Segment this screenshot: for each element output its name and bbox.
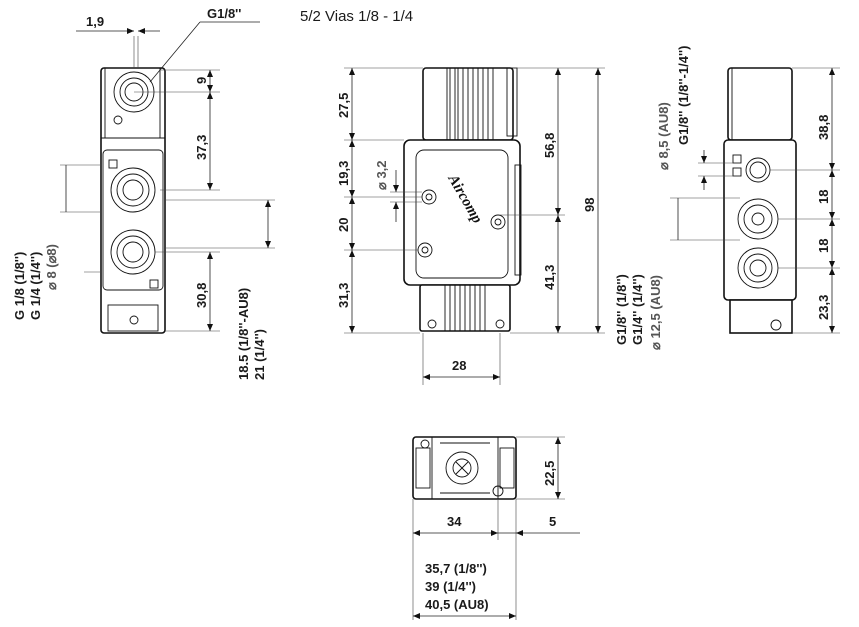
dim-18a: 18: [816, 190, 831, 204]
valve-body-left: [100, 67, 166, 334]
dim-1-9: 1,9: [86, 14, 104, 29]
right-side-view: ⌀ 8,5 (AU8) G1/8'' (1/8''-1/4'') G1/8'' …: [614, 46, 840, 350]
dim-34: 34: [447, 514, 462, 529]
dim-23-3: 23,3: [816, 295, 831, 320]
valve-body-front: [403, 139, 521, 286]
dim-9: 9: [194, 77, 209, 84]
top-view: 22,5 34 5 35,7 (1/8'') 39 (1/4'') 40,5 (…: [412, 436, 580, 620]
dim-30-8: 30,8: [194, 283, 209, 308]
port-label-2: G 1/4 (1/4''): [28, 252, 43, 320]
right-bottom-label-2: G1/4'' (1/4''): [630, 274, 645, 345]
dim-28: 28: [452, 358, 466, 373]
dim-98: 98: [582, 198, 597, 212]
mount-hole-lower: [490, 214, 506, 230]
dim-38-8: 38,8: [816, 115, 831, 140]
dim-d3-2: ⌀ 3,2: [374, 160, 389, 190]
dim-g1-8: G1/8'': [207, 6, 241, 21]
dim-56-8: 56,8: [542, 133, 557, 158]
middle-port-upper: [110, 167, 156, 213]
drawing-title: 5/2 Vias 1/8 - 1/4: [300, 8, 413, 25]
solenoid-side: [727, 67, 793, 141]
dim-22-5: 22,5: [542, 461, 557, 486]
dim-37-3: 37,3: [194, 135, 209, 160]
port-label-3: ⌀ 8 (⌀8): [44, 244, 59, 290]
right-top-label-2: G1/8'' (1/8''-1/4''): [676, 46, 691, 145]
dim-27-5: 27,5: [336, 93, 351, 118]
port-label-1: G 1/8 (1/8''): [12, 252, 27, 320]
len-1: 35,7 (1/8''): [425, 561, 487, 576]
dim-41-3: 41,3: [542, 265, 557, 290]
right-bottom-label-1: G1/8'' (1/8''): [614, 274, 629, 345]
right-top-label-1: ⌀ 8,5 (AU8): [656, 102, 671, 170]
len-3: 40,5 (AU8): [425, 597, 489, 612]
len-2: 39 (1/4''): [425, 579, 476, 594]
mounting-hole: [113, 115, 123, 125]
height-label-1: 18.5 (1/8''-AU8): [236, 288, 251, 380]
valve-top-outline: [412, 436, 517, 500]
height-label-2: 21 (1/4''): [252, 329, 267, 380]
dim-19-3: 19,3: [336, 161, 351, 186]
dim-5: 5: [549, 514, 556, 529]
dim-20: 20: [336, 218, 351, 232]
right-base: [729, 299, 793, 334]
dim-18b: 18: [816, 239, 831, 253]
right-bottom-label-3: ⌀ 12,5 (AU8): [648, 275, 663, 350]
top-center-port: [445, 451, 479, 485]
front-view: Aircomp 27,5 19,3 20 31,3 ⌀ 3,2: [336, 67, 605, 385]
dim-31-3: 31,3: [336, 283, 351, 308]
left-side-view: 1,9 G1/8'' 9 37,3 30,8 18.5 (1/8''-AU8) …: [12, 6, 275, 380]
